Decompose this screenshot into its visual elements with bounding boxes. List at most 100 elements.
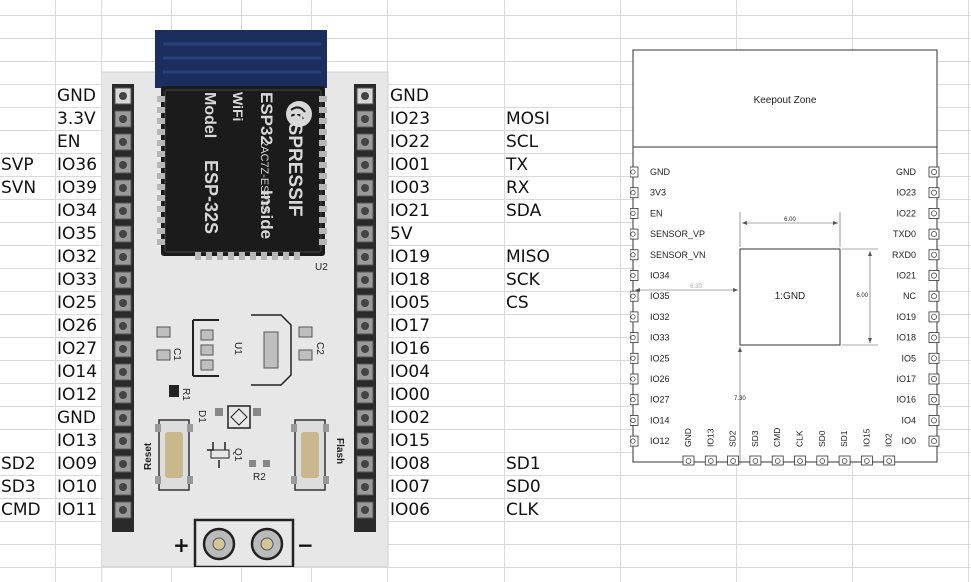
module-pad: [157, 173, 165, 179]
footprint-pin: IO13: [705, 428, 716, 465]
header-pin: [115, 410, 131, 426]
right-pin-cell: IO06: [390, 499, 430, 522]
module-pad: [319, 184, 327, 190]
header-pin: [357, 157, 373, 173]
footprint-pin-label: GND: [683, 428, 693, 447]
footprint-pin-label: SENSOR_VN: [650, 250, 706, 260]
module-pad: [319, 173, 327, 179]
module-pad: [157, 195, 165, 201]
header-pin: [357, 479, 373, 495]
footprint-pin: IO27: [630, 395, 670, 405]
footprint-pin-label: IO25: [650, 353, 670, 363]
left-pin-cell: IO32: [57, 246, 97, 269]
footprint-pin-label: IO2: [884, 433, 894, 447]
flash-button[interactable]: [291, 420, 329, 490]
footprint-pin-label: SD1: [839, 430, 849, 447]
footprint-pin-label: GND: [896, 167, 917, 177]
label-reset: Reset: [143, 442, 154, 470]
header-pin: [115, 88, 131, 104]
header-pin: [115, 295, 131, 311]
header-pin: [357, 272, 373, 288]
label-r1: R1: [180, 388, 191, 401]
footprint-pin-label: IO22: [896, 208, 916, 218]
left-pin-cell: IO13: [57, 430, 97, 453]
footprint-pin: SD2: [728, 430, 739, 465]
module-model: ESP-32S: [201, 160, 221, 234]
header-pin: [357, 364, 373, 380]
header-pin: [357, 88, 373, 104]
left-alt-cell: SVP: [1, 154, 34, 177]
header-pin: [115, 226, 131, 242]
header-pin: [357, 249, 373, 265]
footprint-pin: SD3: [750, 430, 761, 465]
module-pad: [157, 228, 165, 234]
module-pad: [157, 118, 165, 124]
regulator-u1: [201, 330, 213, 340]
footprint-pin-label: IO34: [650, 271, 670, 281]
footprint-pin-label: SD2: [728, 430, 738, 447]
module-wifi: WiFi: [230, 92, 246, 121]
footprint-pin: IO25: [630, 353, 670, 363]
right-pin-cell: IO04: [390, 361, 430, 384]
right-pin-cell: IO05: [390, 292, 430, 315]
right-alt-cell: SCL: [506, 131, 538, 154]
label-plus: +: [173, 533, 190, 557]
header-pin: [115, 364, 131, 380]
footprint-pin: SD1: [839, 430, 850, 465]
reset-button[interactable]: [155, 420, 193, 490]
footprint-pin-label: IO19: [896, 312, 916, 322]
left-pin-cell: IO39: [57, 177, 97, 200]
module-ref: U2: [315, 262, 328, 273]
footprint-pin-label: SENSOR_VP: [650, 229, 705, 239]
footprint-pin-label: CMD: [772, 428, 782, 447]
label-u1: U1: [232, 342, 243, 355]
footprint-pin: SD0: [817, 430, 828, 465]
header-pin: [357, 387, 373, 403]
header-pin: [115, 318, 131, 334]
header-pin: [115, 387, 131, 403]
left-pin-cell: EN: [57, 131, 80, 154]
footprint-pin-label: IO18: [896, 333, 916, 343]
footprint-pin-label: IO4: [901, 415, 916, 425]
right-pin-cell: IO03: [390, 177, 430, 200]
footprint-pin: IO33: [630, 333, 670, 343]
footprint-pin-label: GND: [650, 167, 671, 177]
header-pin: [115, 502, 131, 518]
label-minus: −: [297, 533, 314, 557]
footprint-pin-label: IO14: [650, 415, 670, 425]
footprint-pin-label: SD0: [817, 430, 827, 447]
footprint-pin: IO26: [630, 374, 670, 384]
right-pin-cell: 5V: [390, 223, 412, 246]
header-pin: [357, 502, 373, 518]
footprint-pin-label: TXD0: [893, 229, 916, 239]
module-chip: ESP32: [257, 92, 276, 145]
label-flash: Flash: [334, 438, 345, 464]
header-pin: [115, 479, 131, 495]
module-pad: [228, 252, 234, 260]
header-pin: [115, 433, 131, 449]
label-d1: D1: [196, 410, 207, 423]
dim-right: 6.00: [856, 293, 868, 299]
left-alt-cell: CMD: [1, 499, 41, 522]
footprint-pin: RXD0: [892, 250, 939, 260]
module-pad: [319, 151, 327, 157]
module-pad: [294, 252, 300, 260]
header-pin: [357, 226, 373, 242]
footprint-pin-label: IO16: [896, 395, 916, 405]
right-pin-cell: IO18: [390, 269, 430, 292]
right-pin-cell: IO08: [390, 453, 430, 476]
module-pad: [157, 140, 165, 146]
right-pin-cell: IO22: [390, 131, 430, 154]
header-pin: [357, 433, 373, 449]
resistor-r2: [249, 460, 256, 467]
right-alt-cell: MISO: [506, 246, 550, 269]
left-pin-cell: IO09: [57, 453, 97, 476]
label-r2: R2: [253, 472, 266, 483]
footprint-pin: IO34: [630, 271, 670, 281]
right-alt-cell: SCK: [506, 269, 540, 292]
right-alt-cell: SD0: [506, 476, 541, 499]
left-alt-cell: SD2: [1, 453, 36, 476]
header-pin: [115, 180, 131, 196]
header-pin: [115, 456, 131, 472]
dim-top: 6.00: [784, 217, 796, 223]
